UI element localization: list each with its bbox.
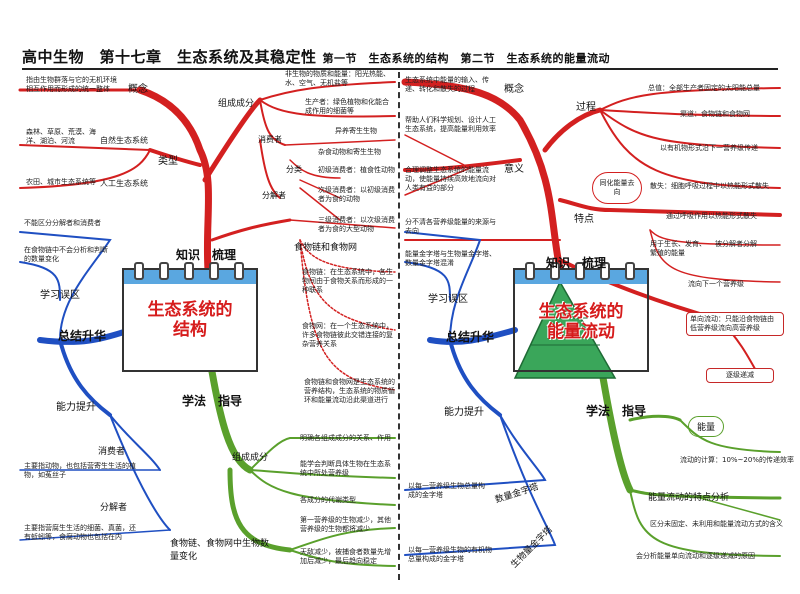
right-meaning-m2: 合理调整生态系统的能量流动，使能量持续高效地流向对人类有益的部分 (405, 166, 496, 192)
right-tips-t1: 分不清各营养级能量的来源与去向 (405, 218, 496, 235)
right-process-p7: 被分解者分解 (715, 240, 757, 248)
left-ability-t2: 主要指营腐生生活的细菌、真菌，还有蚯蚓等，食腐动物也包括在内 (24, 524, 136, 541)
right-summary-label: 总结升华 (446, 330, 495, 344)
right-meaning-m1: 帮助人们科学规划、设计人工生态系统，提高能量利用效率 (405, 116, 496, 133)
left-artificial-examples: 农田、城市生态系统等 (26, 178, 96, 186)
right-process-label: 过程 (576, 102, 596, 113)
left-foodchain-label: 食物链和食物网 (294, 243, 358, 253)
left-consumer-label: 消费者 (258, 135, 282, 144)
center-divider (398, 72, 400, 580)
right-feature-label: 特点 (574, 214, 594, 225)
left-center-card: 生态系统的结构 (122, 262, 258, 372)
left-ability-decomposer: 分解者 (100, 503, 128, 513)
left-center-title: 生态系统的结构 (147, 300, 233, 340)
right-xuefa-f1: 区分未固定、未利用和能量流动方式的含义 (650, 520, 783, 528)
left-xuefa-b2: 能学会判断具体生物在生态系统中所处营养级 (300, 460, 391, 477)
left-classify-label: 分类 (286, 165, 302, 174)
right-process-p8: 流向下一个营养级 (688, 280, 744, 288)
page-title: 高中生物 第十七章 生态系统及其稳定性第一节 生态系统的结构 第二节 生态系统的… (22, 48, 611, 66)
right-concept-text: 生态系统中能量的输入、传递、转化和散失的过程 (405, 76, 489, 93)
right-process-p2: 渠道：食物链和食物网 (680, 110, 750, 118)
right-xuefa-calc: 流动的计算：10%~20%的传递效率 (680, 456, 794, 464)
right-ability-a2: 以每一营养级生物的有机物总量构成的金字塔 (408, 546, 492, 563)
left-xuefa-b3: 各成分的代谢类型 (300, 496, 356, 504)
left-summary-label: 总结升华 (58, 329, 107, 343)
left-composition-label: 组成成分 (218, 99, 255, 109)
left-concept-text: 指由生物群落与它的无机环境相互作用而形成的统一整体 (26, 76, 117, 93)
right-ability-a1: 以每一营养级生物总量构成的金字塔 (408, 482, 485, 499)
right-center-title: 生态系统的能量流动 (538, 302, 624, 342)
left-xuefa-b5: 天敌减少，被捕食者数量先增加后减少，最后趋向稳定 (300, 548, 391, 565)
right-xuefa-energy: 能量 (688, 416, 725, 437)
left-consumer-c5: 三级消费者：以次级消费者为食的大型动物 (318, 216, 395, 233)
left-knowledge-label: 知识 梳理 (176, 248, 237, 262)
left-consumer-c3: 初级消费者：植食性动物 (318, 166, 395, 174)
right-process-p3: 以有机物形式沿下一营养级传递 (660, 144, 758, 152)
right-process-p6: 用于生长、发育、繁殖的能量 (650, 240, 706, 257)
left-foodchain-chain: 食物链：在生态系统中，各生物间由于食物关系而形成的一种联系 (302, 268, 393, 294)
left-ability-consumer: 消费者 (98, 447, 126, 457)
left-xuefa-chain-label: 食物链、食物网中生物数量变化 (170, 539, 270, 562)
right-tips-label: 学习误区 (428, 294, 468, 305)
right-xuefa-feat: 能量流动的特点分析 (648, 493, 730, 503)
right-process-p4: 散失：细胞呼吸过程中以热能形式散失 (650, 182, 769, 190)
left-consumer-c1: 异养寄生生物 (335, 127, 377, 135)
left-natural-label: 自然生态系统 (100, 136, 148, 145)
left-ability-label: 能力提升 (56, 402, 96, 413)
title-rule (22, 68, 778, 70)
left-tips-t1: 不能区分分解者和消费者 (24, 219, 101, 227)
right-feature-decrease: 逐级递减 (706, 368, 774, 383)
left-concept-label: 概念 (128, 84, 148, 95)
right-process-p1: 总值：全部生产者固定的太阳能总量 (648, 84, 760, 92)
left-ability-t1: 主要指动物，也包括营寄生生活的植物，如菟丝子 (24, 462, 136, 479)
left-producer-text: 生产者：绿色植物和化能合成作用的细菌等 (305, 98, 389, 115)
right-knowledge-label: 知识 梳理 (546, 256, 607, 270)
left-foodchain-web: 食物网：在一个生态系统中，许多食物链彼此交错连接的复杂营养关系 (302, 322, 393, 348)
right-tips-t2: 能量金字塔与生物量金字塔、数量金字塔混淆 (405, 250, 496, 267)
left-artificial-label: 人工生态系统 (100, 179, 148, 188)
pyramid-shape (513, 280, 617, 379)
right-meaning-label: 意义 (504, 164, 524, 175)
right-feature-oneway: 单向流动：只能沿食物链由低营养级流向高营养级 (686, 312, 784, 336)
right-xuefa-f2: 会分析能量单向流动和逐级递减的原因 (636, 552, 755, 560)
right-center-card: 生态系统的能量流动 (513, 262, 649, 372)
left-tips-label: 学习误区 (40, 290, 80, 301)
left-types-label: 类型 (158, 156, 178, 167)
right-process-p5: 通过呼吸作用以热能形式散失 (666, 212, 757, 220)
left-foodchain-note: 食物链和食物网是生态系统的营养结构，生态系统的物质循环和能量流动沿此渠道进行 (304, 378, 395, 404)
left-decomposer-label: 分解者 (262, 191, 286, 200)
left-consumer-c2: 杂食动物和寄生生物 (318, 148, 381, 156)
left-method-label: 学法 指导 (182, 394, 243, 408)
right-ability-label: 能力提升 (444, 407, 484, 418)
right-concept-label: 概念 (504, 84, 524, 95)
right-feature-tonghua: 同化能量去向 (592, 172, 642, 204)
left-tips-t2: 在食物链中不会分析和判断的数量变化 (24, 246, 108, 263)
left-abiotic-text: 非生物的物质和能量：阳光热能、水、空气、无机盐等 (285, 70, 390, 87)
left-xuefa-b1: 明确各组成成分的关系、作用 (300, 434, 391, 442)
left-xuefa-comp-label: 组成成分 (232, 453, 269, 463)
left-natural-examples: 森林、草原、荒漠、海洋、湖泊、河流 (26, 128, 96, 145)
left-xuefa-b4: 第一营养级的生物减少，其他营养级的生物都将减少 (300, 516, 391, 533)
left-consumer-c4: 次级消费者：以初级消费者为食的动物 (318, 186, 395, 203)
right-method-label: 学法 指导 (586, 404, 647, 418)
